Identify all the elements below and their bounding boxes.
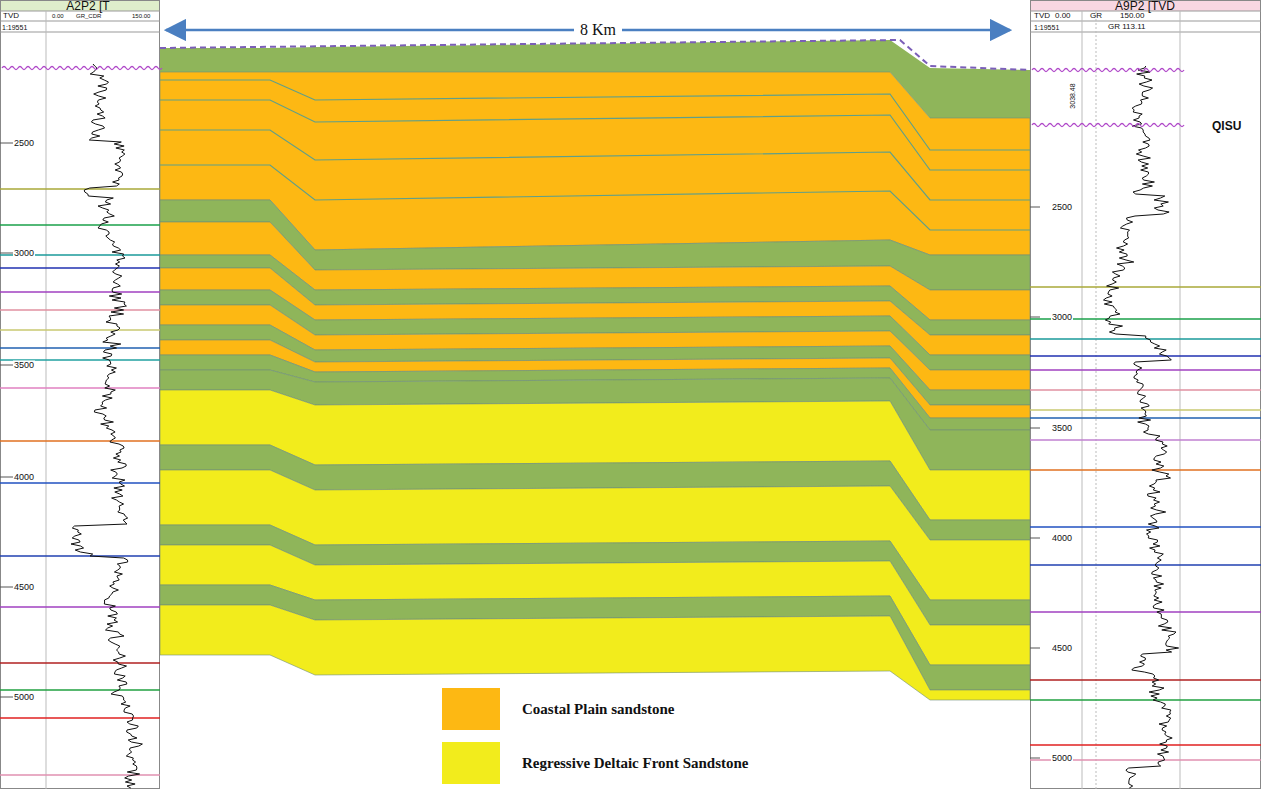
formation-top <box>0 329 160 331</box>
depth-tick <box>1030 428 1040 429</box>
well-track <box>1031 1 1261 789</box>
log-label: 1:19551 <box>1034 24 1059 31</box>
legend-swatch <box>442 742 500 784</box>
band <box>160 605 1030 700</box>
depth-tick <box>0 587 14 588</box>
formation-top <box>0 188 160 190</box>
depth-tick <box>0 143 14 144</box>
formation-top <box>1030 369 1261 371</box>
legend-text: Coastal Plain sandstone <box>522 701 675 718</box>
unconformity <box>1032 69 1184 72</box>
formation-top <box>0 555 160 557</box>
formation-top <box>0 606 160 608</box>
formation-top <box>0 224 160 226</box>
formation-top <box>1030 679 1261 681</box>
formation-top <box>0 717 160 719</box>
gr-curve <box>1104 66 1179 788</box>
depth-tick <box>1030 758 1040 759</box>
log-label: 1:19551 <box>2 24 27 31</box>
formation-top <box>0 267 160 269</box>
formation-top <box>0 309 160 311</box>
log-label: A2P2 [T <box>66 0 109 12</box>
log-label: 5000 <box>13 693 35 702</box>
log-label: 4000 <box>1051 534 1073 543</box>
formation-top <box>0 689 160 691</box>
log-label: 3038.48 <box>1069 83 1076 108</box>
unconformity <box>2 67 162 70</box>
legend-text: Regressive Deltaic Front Sandstone <box>522 755 749 772</box>
log-label: 3500 <box>1051 424 1073 433</box>
log-label: 0.00 <box>52 13 64 19</box>
depth-tick <box>1030 207 1040 208</box>
horizon-line <box>160 130 1030 200</box>
well-header <box>1031 1 1260 11</box>
formation-top <box>0 347 160 349</box>
formation-top <box>1030 744 1261 746</box>
legend-row: Regressive Deltaic Front Sandstone <box>442 742 749 784</box>
formation-top <box>1030 417 1261 419</box>
formation-top <box>0 662 160 664</box>
log-label: GR <box>1090 12 1102 20</box>
formation-top <box>1030 286 1261 288</box>
depth-tick <box>0 253 14 254</box>
log-label: TVD <box>1034 12 1050 20</box>
depth-tick <box>1030 538 1040 539</box>
log-label: 4000 <box>13 473 35 482</box>
horizon-label: QISU <box>1212 120 1241 132</box>
log-label: 0.00 <box>1055 12 1071 20</box>
formation-top <box>1030 355 1261 357</box>
horizon-line <box>160 80 1030 150</box>
horizon-line <box>160 165 1030 230</box>
depth-tick <box>1030 317 1040 318</box>
log-label: GR_CDR <box>76 13 101 19</box>
legend-row: Coastal Plain sandstone <box>442 688 675 730</box>
log-label: TVD <box>3 12 19 20</box>
unconformity <box>1032 124 1184 127</box>
log-label: 2500 <box>1051 203 1073 212</box>
log-label: 150.00 <box>132 13 150 19</box>
formation-top <box>0 482 160 484</box>
depth-tick <box>0 477 14 478</box>
log-label: 150.00 <box>1120 12 1144 20</box>
horizon-line <box>160 100 1030 170</box>
distance-label: 8 Km <box>574 22 622 38</box>
log-label: 4500 <box>1051 644 1073 653</box>
gr-curve <box>71 64 142 788</box>
formation-top <box>1030 564 1261 566</box>
log-label: 4500 <box>13 583 35 592</box>
formation-top <box>1030 439 1261 441</box>
formation-top <box>0 440 160 442</box>
formation-top <box>0 387 160 389</box>
depth-tick <box>1030 648 1040 649</box>
log-label: GR 113.11 <box>1108 23 1146 31</box>
depth-tick <box>0 697 14 698</box>
top-surface <box>160 40 1030 70</box>
log-label: 2500 <box>13 139 35 148</box>
legend-swatch <box>442 688 500 730</box>
log-label: 5000 <box>1051 754 1073 763</box>
formation-top <box>1030 526 1261 528</box>
log-label: 3000 <box>13 249 35 258</box>
formation-top <box>1030 389 1261 391</box>
log-label: A9P2 [TVD <box>1115 0 1175 12</box>
well-header <box>1 1 159 11</box>
formation-top <box>1030 611 1261 613</box>
log-label: 3500 <box>13 361 35 370</box>
log-label: 3000 <box>1051 313 1073 322</box>
well-track <box>1 1 160 789</box>
depth-tick <box>0 365 14 366</box>
formation-top <box>1030 469 1261 471</box>
formation-top <box>1030 699 1261 701</box>
formation-top <box>0 291 160 293</box>
